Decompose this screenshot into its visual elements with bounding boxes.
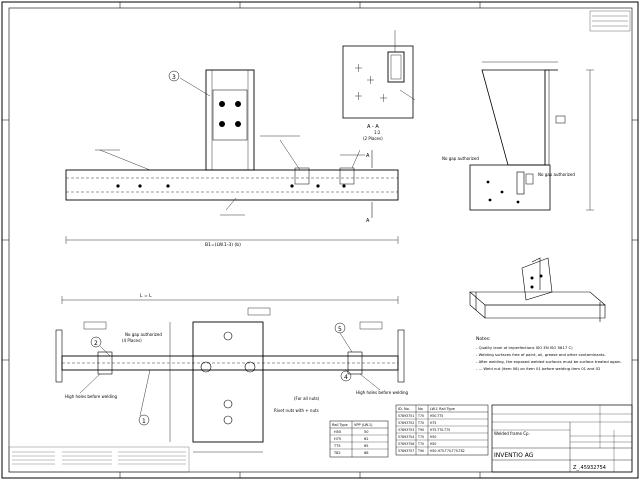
svg-text:H50: H50 xyxy=(430,442,436,446)
balloon-3-label: 3 xyxy=(172,74,176,81)
svg-text:H50-T75: H50-T75 xyxy=(430,414,443,418)
title-part-number: Z_.45932754 xyxy=(573,465,606,471)
section-places: (2 Places) xyxy=(363,136,383,141)
svg-text:LW.1 Rail Type: LW.1 Rail Type xyxy=(430,407,455,411)
post-holes xyxy=(219,101,241,127)
svg-text:65: 65 xyxy=(364,444,368,448)
note-item-3: - After welding, the exposed welded surf… xyxy=(476,359,622,364)
for-all-nuts-callout: (For all nuts) xyxy=(294,396,320,401)
balloon-1 xyxy=(138,414,150,426)
section-label: A - A xyxy=(367,124,379,130)
svg-text:H75: H75 xyxy=(430,421,436,425)
svg-text:ID. No.: ID. No. xyxy=(398,407,410,411)
side-bracket-plate xyxy=(469,164,551,211)
main-beam xyxy=(65,169,399,201)
rail-type-table: Rail Type VPP (LW.1) H50 50 H75 62 T75 6… xyxy=(329,420,389,458)
title-company: INVENTIO AG xyxy=(494,452,534,459)
high-holes-callout-2: High holes before welding xyxy=(356,390,409,395)
note-item-1: - Quality level of imperfections ISO EN … xyxy=(476,345,573,350)
beam-holes xyxy=(116,184,346,188)
svg-text:T70: T70 xyxy=(417,435,424,439)
balloon-2 xyxy=(90,336,102,348)
svg-text:T70: T70 xyxy=(417,414,424,418)
balloon-5-label: 5 xyxy=(338,326,342,333)
svg-text:1:2: 1:2 xyxy=(374,130,381,135)
svg-text:H50: H50 xyxy=(334,430,341,434)
overall-dimension-label: B1=(LW.1-3) (b) xyxy=(205,242,241,248)
svg-text:T70: T70 xyxy=(417,421,424,425)
svg-text:62: 62 xyxy=(364,437,368,441)
balloon-1-label: 1 xyxy=(142,418,146,425)
balloon-4 xyxy=(340,370,352,382)
svg-text:68: 68 xyxy=(364,451,368,455)
title-description: Welded frame Cp. xyxy=(494,431,530,436)
svg-text:T75: T75 xyxy=(333,444,341,448)
svg-text:T70: T70 xyxy=(417,442,424,446)
svg-text:T82: T82 xyxy=(333,451,341,455)
svg-text:H50-H75-T70-T75-T82: H50-H75-T70-T75-T82 xyxy=(430,449,465,453)
notes-block: Notes: - Quality level of imperfections … xyxy=(476,336,622,371)
balloon-4-label: 4 xyxy=(344,374,348,381)
svg-text:H50: H50 xyxy=(430,435,436,439)
svg-text:H75: H75 xyxy=(334,437,341,441)
svg-text:A: A xyxy=(366,218,370,224)
svg-text:50: 50 xyxy=(364,430,368,434)
no-gap-callout-1: No gap authorized xyxy=(442,156,479,161)
no-gap-callout-3: No gap authorized xyxy=(125,332,162,337)
balloon-2-label: 2 xyxy=(94,340,98,347)
isometric-view xyxy=(469,257,606,322)
top-right-header-note xyxy=(589,10,631,32)
svg-text:H75-T70-T75: H75-T70-T75 xyxy=(430,428,450,432)
note-item-4: - ... Weld nut (item 06) on item 01 befo… xyxy=(476,366,601,371)
svg-text:57893756: 57893756 xyxy=(398,442,414,446)
balloon-3 xyxy=(168,70,180,82)
note-item-2: - Welding surfaces free of paint, oil, g… xyxy=(476,352,606,357)
svg-text:57893757: 57893757 xyxy=(398,449,414,453)
svg-text:No: No xyxy=(418,407,423,411)
rivet-nuts-callout: Rivet nuts with + nuts xyxy=(274,408,319,413)
bottom-fine-print xyxy=(8,446,190,473)
svg-text:VPP (LW.1): VPP (LW.1) xyxy=(354,423,373,427)
svg-text:57893751: 57893751 xyxy=(398,414,414,418)
top-front-view: 3 A A B1=(LW.1-3) (b) xyxy=(65,69,399,248)
weld-symbols xyxy=(95,135,365,216)
notes-heading: Notes: xyxy=(476,336,491,342)
svg-text:57893754: 57893754 xyxy=(398,435,414,439)
svg-text:57893752: 57893752 xyxy=(398,421,414,425)
section-plate xyxy=(342,45,414,119)
parts-table: ID. No. No LW.1 Rail Type 57893751 T70 H… xyxy=(395,404,489,456)
bottom-mounting-plate xyxy=(192,321,264,443)
title-block: Welded frame Cp. INVENTIO AG Z_.45932754 xyxy=(491,404,633,473)
svg-text:T90: T90 xyxy=(417,449,424,453)
top-right-side-view: No gap authorized No gap authorized xyxy=(442,61,594,211)
no-gap-callout-2: No gap authorized xyxy=(538,172,575,177)
vertical-post xyxy=(205,69,255,171)
bottom-span-dimension: L = L xyxy=(140,293,152,299)
svg-text:A: A xyxy=(366,153,370,159)
bottom-top-view: L = L 2 5 1 4 No gap authorized (4 Place… xyxy=(55,293,409,453)
svg-text:T90: T90 xyxy=(417,428,424,432)
high-holes-callout-1: High holes before welding xyxy=(65,394,118,399)
four-places-callout: (4 Places) xyxy=(122,338,142,343)
svg-text:Rail Type: Rail Type xyxy=(332,423,348,427)
bottom-plate-holes xyxy=(200,331,256,425)
svg-text:57893753: 57893753 xyxy=(398,428,414,432)
section-a-a-view: A - A 1:2 (2 Places) xyxy=(342,30,416,141)
